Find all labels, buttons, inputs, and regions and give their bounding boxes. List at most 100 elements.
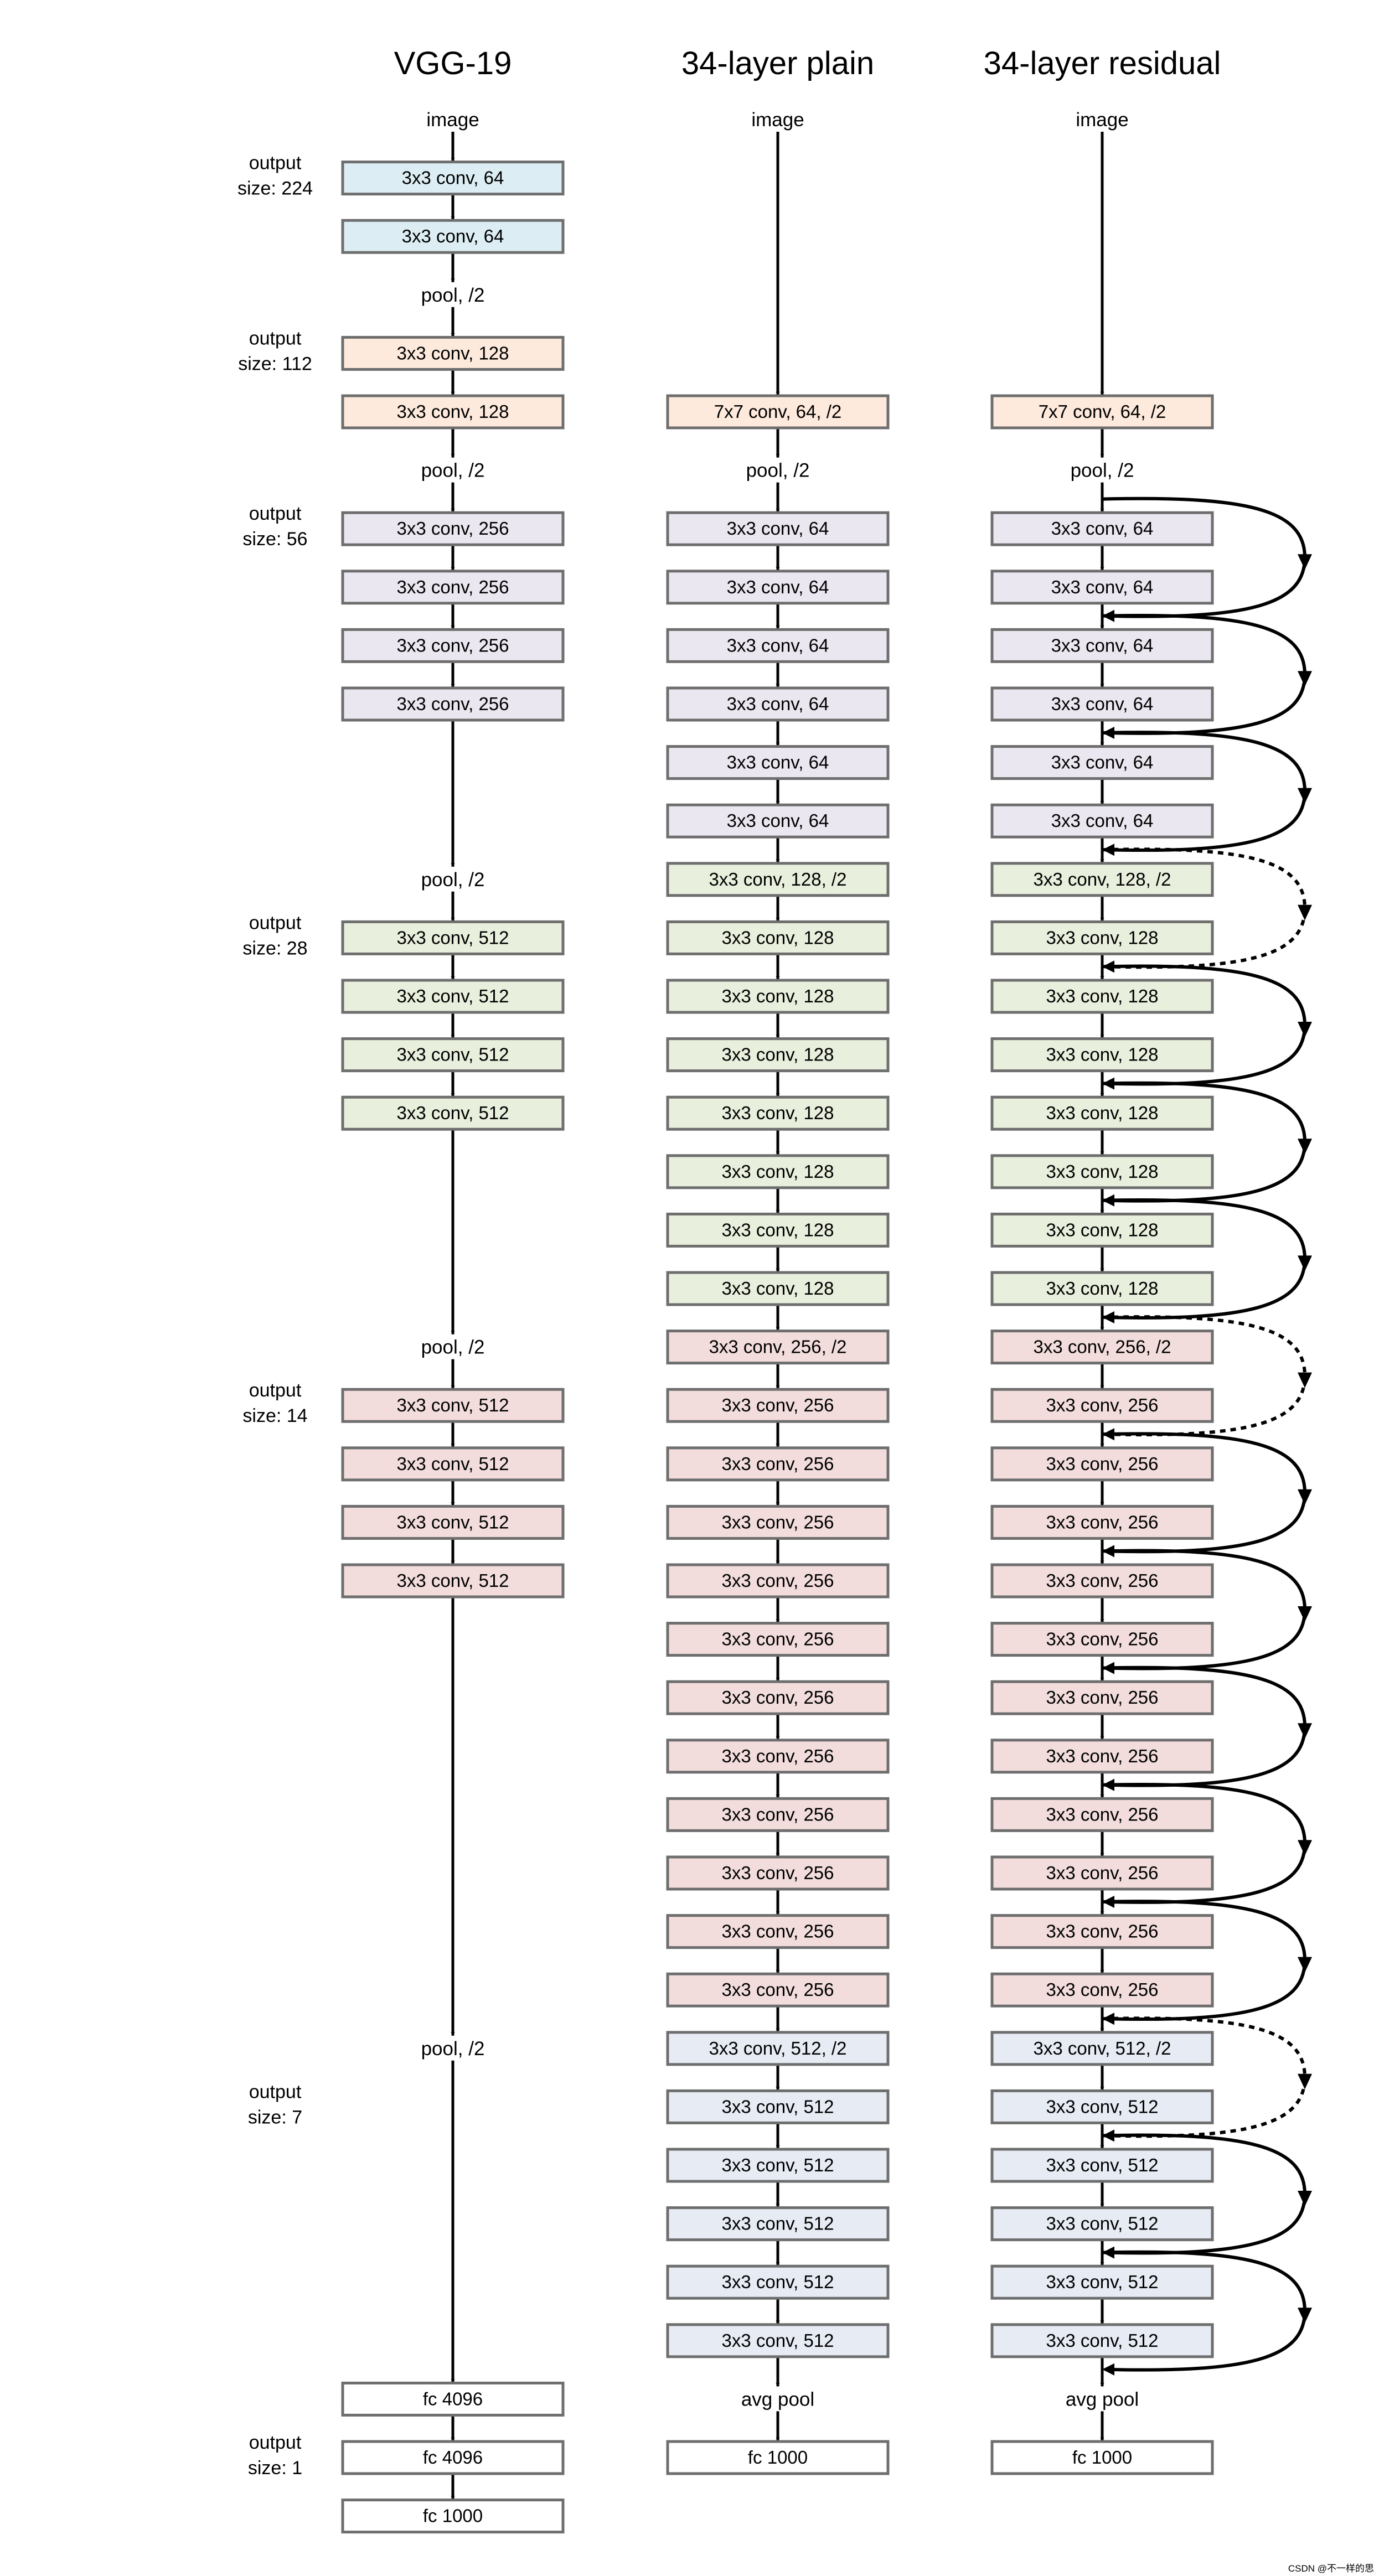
output-size-label-line1: output	[249, 1380, 302, 1401]
layer-box-rect	[666, 2323, 890, 2358]
layer-box-rect	[666, 1797, 890, 1832]
shortcut-arrowhead	[1298, 1139, 1312, 1155]
layer-box-residual: 3x3 conv, 256	[990, 1446, 1214, 1482]
layer-box-label: 3x3 conv, 256	[721, 1804, 834, 1824]
layer-box-label: 3x3 conv, 256	[1046, 1863, 1158, 1883]
layer-box-label: 3x3 conv, 64	[1051, 810, 1154, 831]
layer-box-residual: 3x3 conv, 128	[990, 920, 1214, 955]
layer-box-label: fc 4096	[423, 2447, 483, 2468]
layer-box-plain: 3x3 conv, 128	[666, 1095, 890, 1131]
shortcut-arrowhead	[1298, 1255, 1312, 1271]
layer-box-rect	[990, 1563, 1214, 1599]
output-size-label-line1: output	[249, 153, 302, 174]
layer-box-rect	[666, 686, 890, 722]
layer-box-vgg19: 3x3 conv, 512	[341, 1563, 565, 1599]
layer-box-label: 3x3 conv, 512	[1046, 2096, 1158, 2117]
layer-box-rect	[666, 511, 890, 546]
layer-box-label: 3x3 conv, 512	[1046, 2155, 1158, 2175]
layer-box-rect	[990, 511, 1214, 546]
layer-box-label: 3x3 conv, 128	[721, 1219, 834, 1240]
input-image-label: image	[1076, 109, 1128, 131]
layer-box-residual: 3x3 conv, 128	[990, 979, 1214, 1014]
layer-box-vgg19: fc 4096	[341, 2440, 565, 2475]
shortcut-merge-arrowhead	[1102, 2013, 1114, 2025]
layer-box-rect	[666, 1037, 890, 1073]
layer-box-plain: 3x3 conv, 128	[666, 920, 890, 955]
layer-box-rect	[666, 862, 890, 897]
layer-nodes: image 3x3 conv, 64 3x3 conv, 64 pool, /2 3x3…	[341, 109, 1214, 2534]
layer-box-rect	[341, 1095, 565, 1131]
flow-step-label: pool, /2	[1071, 460, 1134, 482]
layer-box-rect	[666, 394, 890, 430]
shortcut-merge-arrowhead	[1102, 1311, 1114, 1323]
shortcut-merge-arrowhead	[1102, 2363, 1114, 2376]
output-size-label-line1: output	[249, 503, 302, 524]
layer-box-plain: 3x3 conv, 256	[666, 1680, 890, 1715]
layer-box-label: 3x3 conv, 128	[721, 927, 834, 948]
layer-box-rect	[666, 1388, 890, 1423]
layer-box-residual: 3x3 conv, 512, /2	[990, 2031, 1214, 2066]
layer-box-label: 3x3 conv, 256	[396, 635, 509, 655]
layer-box-residual: 3x3 conv, 512	[990, 2323, 1214, 2358]
layer-box-vgg19: fc 4096	[341, 2381, 565, 2417]
layer-box-label: 3x3 conv, 256	[721, 1570, 834, 1591]
layer-box-label: 3x3 conv, 64	[402, 168, 504, 188]
shortcut-arrowhead	[1298, 788, 1312, 804]
layer-box-plain: 3x3 conv, 128	[666, 1154, 890, 1189]
layer-box-residual: 3x3 conv, 256	[990, 1388, 1214, 1423]
layer-box-rect	[990, 2206, 1214, 2242]
layer-box-rect	[666, 1212, 890, 1248]
layer-box-residual: fc 1000	[990, 2440, 1214, 2475]
layer-box-label: 3x3 conv, 128	[721, 986, 834, 1006]
shortcut-arrowhead	[1298, 1022, 1312, 1037]
layer-box-residual: 3x3 conv, 256	[990, 1797, 1214, 1832]
layer-box-rect	[666, 920, 890, 955]
layer-box-plain: 3x3 conv, 64	[666, 570, 890, 605]
layer-box-label: 3x3 conv, 128, /2	[709, 869, 847, 889]
layer-box-label: 3x3 conv, 64	[727, 518, 829, 539]
layer-box-label: 3x3 conv, 512	[396, 1103, 509, 1123]
column-title-34-layer-plain: 34-layer plain	[681, 45, 874, 81]
layer-box-plain: 3x3 conv, 256	[666, 1388, 890, 1423]
layer-box-plain: 3x3 conv, 256, /2	[666, 1330, 890, 1365]
layer-box-label: 3x3 conv, 256	[396, 518, 509, 539]
layer-box-residual: 3x3 conv, 512	[990, 2089, 1214, 2124]
flow-step-label: avg pool	[741, 2388, 814, 2410]
layer-box-rect	[990, 1154, 1214, 1189]
layer-box-rect	[990, 1330, 1214, 1365]
layer-box-rect	[341, 1037, 565, 1073]
layer-box-rect	[666, 2031, 890, 2066]
shortcut-arrowhead	[1298, 671, 1312, 687]
shortcut-arrowhead	[1298, 2191, 1312, 2206]
layer-box-label: 3x3 conv, 512	[1046, 2272, 1158, 2292]
layer-box-rect	[666, 1504, 890, 1540]
layer-box-label: fc 4096	[423, 2388, 483, 2409]
layer-box-rect	[341, 628, 565, 663]
layer-box-rect	[341, 219, 565, 254]
layer-box-label: 3x3 conv, 512, /2	[1034, 2038, 1171, 2058]
layer-box-vgg19: 3x3 conv, 512	[341, 1037, 565, 1073]
flow-step-label: pool, /2	[421, 285, 485, 306]
layer-box-rect	[990, 862, 1214, 897]
layer-box-label: 3x3 conv, 128	[1046, 1103, 1158, 1123]
layer-box-residual: 3x3 conv, 128	[990, 1154, 1214, 1189]
layer-box-label: 3x3 conv, 64	[727, 810, 829, 831]
layer-box-rect	[990, 2089, 1214, 2124]
layer-box-residual: 3x3 conv, 256	[990, 1914, 1214, 1949]
layer-box-rect	[990, 570, 1214, 605]
layer-box-vgg19: 3x3 conv, 256	[341, 628, 565, 663]
layer-box-label: 7x7 conv, 64, /2	[714, 401, 842, 422]
layer-box-residual: 3x3 conv, 64	[990, 686, 1214, 722]
layer-box-rect	[666, 1095, 890, 1131]
layer-box-label: 3x3 conv, 512	[396, 1044, 509, 1065]
layer-box-vgg19: 3x3 conv, 64	[341, 161, 565, 196]
layer-box-rect	[341, 1446, 565, 1482]
layer-box-vgg19: 3x3 conv, 64	[341, 219, 565, 254]
layer-box-label: 3x3 conv, 256	[1046, 1687, 1158, 1708]
layer-box-plain: 3x3 conv, 128	[666, 979, 890, 1014]
